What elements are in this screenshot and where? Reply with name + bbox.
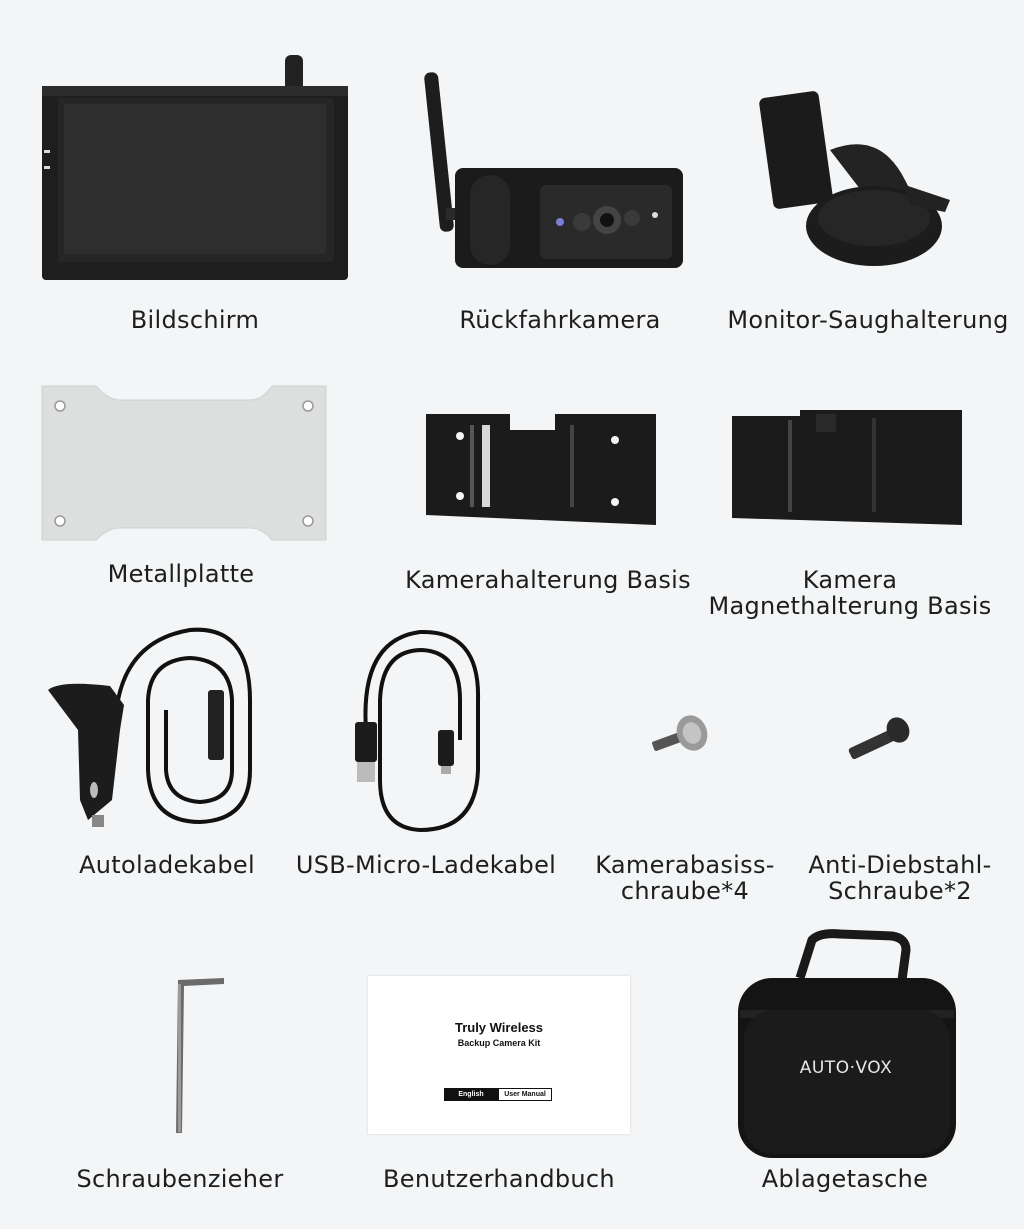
usb-cable-label: USB-Micro-Ladekabel — [295, 851, 557, 879]
metal-plate-label: Metallplatte — [107, 560, 255, 588]
suction-mount-label: Monitor-Saughalterung — [727, 306, 1009, 334]
case-brand-logo: AUTO·VOX — [799, 1058, 893, 1078]
antitheft-screw-label: Anti-Diebstahl-Schraube*2 — [808, 851, 992, 905]
manual-subtitle: Backup Camera Kit — [457, 1038, 541, 1048]
manual-doc-tag: User Manual — [498, 1088, 552, 1101]
manual-title: Truly Wireless — [454, 1020, 544, 1035]
user-manual-label: Benutzerhandbuch — [383, 1165, 615, 1193]
user-manual-image: Truly Wireless Backup Camera Kit English… — [368, 976, 630, 1134]
car-charger-label: Autoladekabel — [79, 851, 255, 879]
manual-lang-tag: English — [444, 1088, 498, 1101]
camera-base-label: Kamerahalterung Basis — [405, 566, 691, 594]
camera-label: Rückfahrkamera — [459, 306, 661, 334]
storage-case-label: Ablagetasche — [761, 1165, 929, 1193]
monitor-label: Bildschirm — [130, 306, 260, 334]
base-screw-label: Kamerabasiss-chraube*4 — [595, 851, 775, 905]
screwdriver-label: Schraubenzieher — [76, 1165, 284, 1193]
